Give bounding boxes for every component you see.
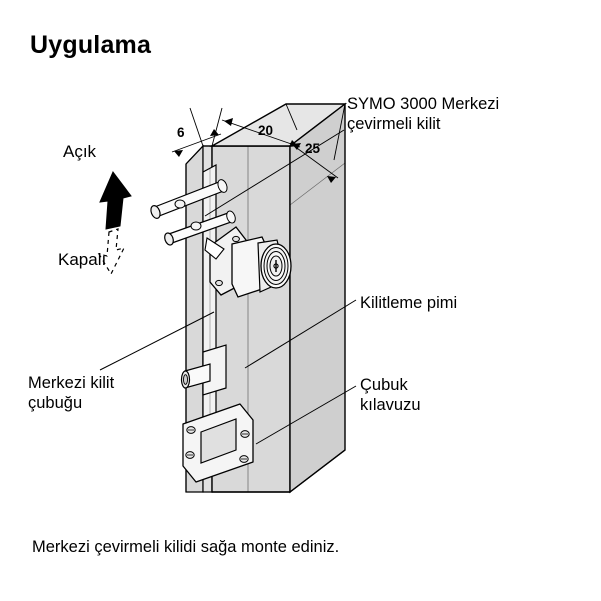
dimension-label-6: 6 bbox=[177, 125, 185, 140]
leader-rod-guide bbox=[255, 385, 357, 445]
callout-locking-pin: Kilitleme pimi bbox=[360, 294, 458, 312]
callout-leader-lines bbox=[99, 129, 357, 445]
leader-locking-pin bbox=[244, 299, 357, 369]
arrow-closed-dashed bbox=[97, 228, 126, 276]
callout-rod-guide: Çubuk kılavuzu bbox=[360, 376, 421, 415]
page-title: Uygulama bbox=[30, 31, 152, 59]
door-right-face bbox=[289, 102, 346, 494]
dimension-lines-group bbox=[171, 103, 346, 183]
rod-guide-plate-group bbox=[182, 403, 254, 483]
door-bottom-right-edge bbox=[289, 449, 346, 493]
callout-central-lock-rod: Merkezi kilit çubuğu bbox=[28, 374, 115, 413]
dim-20-arrow-left bbox=[224, 118, 233, 126]
instruction-caption: Merkezi çevirmeli kilidi sağa monte edin… bbox=[32, 538, 340, 556]
state-label-closed: Kapalı bbox=[58, 250, 107, 269]
ext-line-c bbox=[285, 103, 298, 131]
dim-25-line bbox=[289, 142, 339, 179]
rod-guide-opening bbox=[200, 418, 237, 464]
lock-keyway-icon bbox=[273, 260, 279, 272]
dim-25-arrow-right bbox=[327, 176, 336, 183]
callout-symo-3000-lock: SYMO 3000 Merkezi çevirmeli kilit bbox=[347, 95, 500, 134]
leader-central-rod bbox=[99, 311, 215, 371]
dim-6-arrow-right bbox=[210, 129, 219, 136]
dim-20-line bbox=[221, 119, 301, 148]
dim-25-arrow-left bbox=[292, 143, 301, 150]
locking-pin-bore bbox=[183, 374, 188, 385]
leader-symo bbox=[204, 129, 345, 217]
dimension-label-20: 20 bbox=[258, 123, 274, 138]
ext-line-a bbox=[189, 107, 204, 147]
rod-guide-screws bbox=[185, 426, 250, 463]
locking-pin-group bbox=[180, 344, 227, 396]
dimension-label-25: 25 bbox=[305, 141, 321, 156]
direction-arrow-group bbox=[97, 171, 132, 276]
rod-upper bbox=[150, 179, 228, 219]
panel-construction-line bbox=[289, 162, 346, 206]
state-label-open: Açık bbox=[63, 142, 97, 161]
rod-nub-lower bbox=[190, 221, 202, 231]
rod-nub-upper bbox=[174, 199, 186, 209]
lock-cam-lever bbox=[204, 237, 225, 260]
ext-line-b bbox=[211, 107, 223, 147]
horizontal-rods-group bbox=[150, 179, 236, 246]
arrow-open-solid bbox=[99, 171, 132, 230]
lock-plate-hole-bottom bbox=[215, 279, 223, 287]
dim-6-line bbox=[171, 133, 222, 153]
lock-plate-hole-top bbox=[232, 235, 240, 243]
dim-6-arrow-left bbox=[174, 150, 183, 157]
ext-line-d bbox=[333, 103, 346, 161]
symo-3000-lock-cylinder bbox=[204, 226, 292, 298]
